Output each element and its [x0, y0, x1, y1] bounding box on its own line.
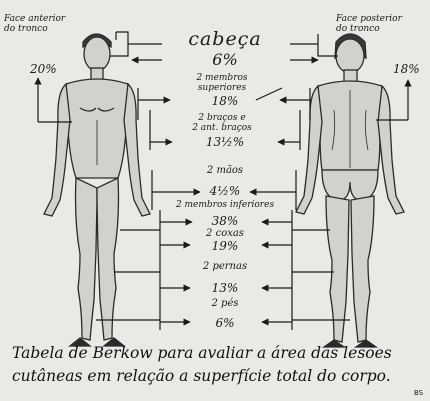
feet-percent: 6% [180, 316, 270, 330]
legs-percent: 13% [180, 281, 270, 295]
back-trunk-percent: 18% [393, 62, 420, 76]
lower-limbs-percent: 38% [180, 214, 270, 228]
upper-limbs-percent: 18% [180, 94, 270, 108]
thighs-label: 2 coxas [170, 228, 280, 239]
back-trunk-label: Face posterior do tronco [336, 14, 402, 34]
head-percent: 6% [170, 50, 280, 69]
hands-percent: 4½% [180, 184, 270, 198]
arms-forearms-label: 2 braços e 2 ant. braços [162, 113, 282, 133]
signature: BS [414, 389, 423, 397]
head-label: cabeça [170, 28, 280, 50]
thighs-percent: 19% [180, 239, 270, 253]
front-body-figure [44, 34, 150, 346]
legs-label: 2 pernas [170, 261, 280, 272]
upper-limbs-label: 2 membros superiores [162, 73, 282, 93]
caption-line-1: Tabela de Berkow para avaliar a área das… [12, 344, 424, 362]
feet-label: 2 pés [170, 298, 280, 309]
arms-forearms-percent: 13½% [180, 135, 270, 149]
back-body-figure [296, 34, 404, 347]
lower-limbs-label: 2 membros inferiores [158, 200, 292, 210]
front-trunk-percent: 20% [30, 62, 57, 76]
front-trunk-label: Face anterior do tronco [4, 14, 65, 34]
caption-line-2: cutâneas em relação a superfície total d… [12, 367, 424, 385]
hands-label: 2 mãos [170, 165, 280, 176]
